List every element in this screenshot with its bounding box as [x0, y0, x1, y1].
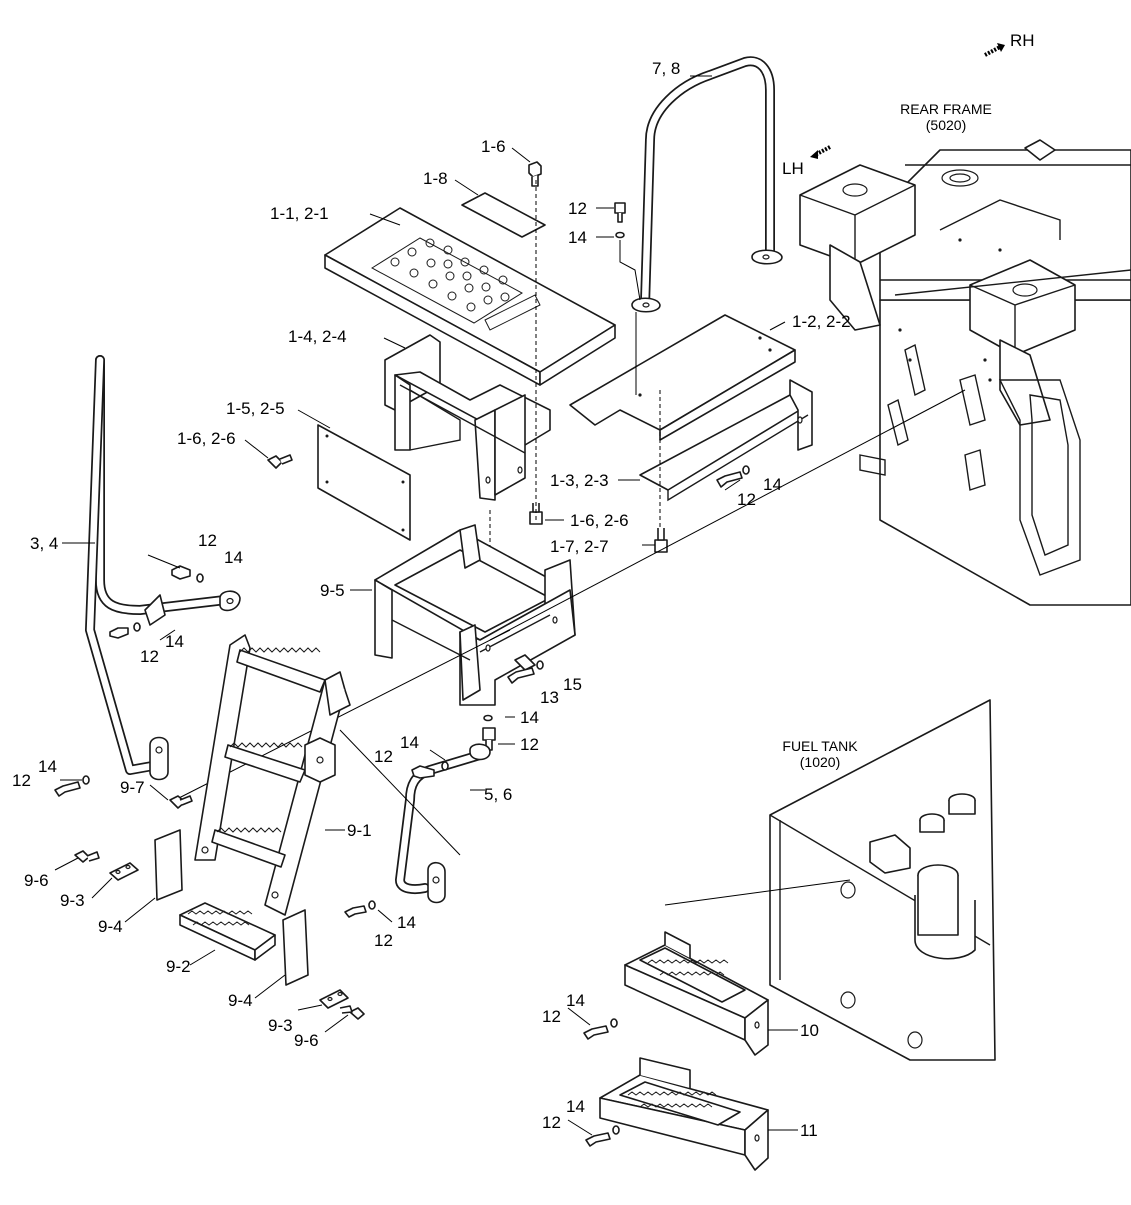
lh-arrow-icon: [810, 145, 831, 159]
handrail-7-8: [631, 56, 783, 313]
bolt-12-handrail-low: [54, 775, 90, 797]
rear-frame-label: REAR FRAME: [900, 101, 992, 117]
callout-1-5-2-5: 1-5, 2-5: [226, 399, 285, 418]
step-plate-1-2: [569, 314, 796, 441]
callout-12-step-11: 12: [542, 1113, 561, 1132]
callout-14-right: 14: [763, 475, 782, 494]
fuel-tank-code: (1020): [800, 754, 840, 770]
cover-plate-1-5: [317, 424, 411, 541]
callout-13: 13: [540, 688, 559, 707]
callout-1-3-2-3: 1-3, 2-3: [550, 471, 609, 490]
bolt-12-top: [614, 202, 626, 239]
callout-1-6-2-6-left: 1-6, 2-6: [177, 429, 236, 448]
callout-9-4-left: 9-4: [98, 917, 123, 936]
callout-12-top: 12: [568, 199, 587, 218]
fuel-tank-label: FUEL TANK: [782, 738, 858, 754]
bracket-1-3: [639, 379, 813, 502]
callout-11: 11: [800, 1121, 818, 1140]
callout-14-top: 14: [568, 228, 587, 247]
bolt-13: [507, 660, 544, 684]
callout-14-step-10: 14: [566, 991, 585, 1010]
lh-label: LH: [782, 159, 804, 178]
callout-14-handrail-low: 14: [38, 757, 57, 776]
callout-9-3-right: 9-3: [268, 1016, 293, 1035]
bolt-12-handrail-top: [171, 565, 204, 583]
bolt-12-handrail-5: [411, 761, 449, 779]
bolt-12-handrail-mid: [109, 622, 141, 639]
callout-labels: 7, 8 1-6 1-8 1-1, 2-1 12 14 1-2, 2-2 1-4…: [12, 59, 851, 1140]
callout-1-6: 1-6: [481, 137, 506, 156]
bolt-1-6: [528, 161, 542, 187]
bolt-9-7: [169, 795, 193, 809]
rh-arrow-icon: [984, 43, 1005, 57]
callout-15: 15: [563, 675, 582, 694]
bracket-9-4-left: [154, 829, 183, 901]
bracket-9-4-right: [282, 909, 309, 986]
callout-3-4: 3, 4: [30, 534, 58, 553]
callout-1-8: 1-8: [423, 169, 448, 188]
callout-12-step-10: 12: [542, 1007, 561, 1026]
bolt-1-6-side: [267, 454, 293, 469]
bolt-12-step-10: [583, 1018, 618, 1040]
rear-frame-code: (5020): [926, 117, 966, 133]
callout-12-handrail-5: 12: [374, 747, 393, 766]
callout-9-6-left: 9-6: [24, 871, 49, 890]
plate-9-3-left: [109, 862, 139, 881]
leader-lines: [54, 75, 798, 1136]
callout-9-1: 9-1: [347, 821, 372, 840]
callout-12-handrail-low: 12: [12, 771, 31, 790]
callout-9-2: 9-2: [166, 957, 191, 976]
callout-1-7-2-7: 1-7, 2-7: [550, 537, 609, 556]
bolt-12-handrail-6: [344, 900, 376, 918]
step-10: [624, 931, 769, 1056]
handrail-3-4: [85, 355, 241, 781]
ladder-9-1: [194, 634, 351, 916]
rear-frame-assembly: [799, 139, 1131, 606]
rh-label: RH: [1010, 31, 1035, 50]
callout-12-handrail-mid: 12: [140, 647, 159, 666]
callout-1-1-2-1: 1-1, 2-1: [270, 204, 329, 223]
bolt-1-7: [654, 528, 668, 553]
callout-14-frame: 14: [520, 708, 539, 727]
callout-9-6-right: 9-6: [294, 1031, 319, 1050]
callout-5-6: 5, 6: [484, 785, 512, 804]
callout-14-step-11: 14: [566, 1097, 585, 1116]
bolt-9-6-left: [74, 850, 100, 863]
bolt-12-right: [716, 465, 750, 488]
callout-14-handrail-5: 14: [400, 733, 419, 752]
callout-7-8: 7, 8: [652, 59, 680, 78]
bolt-9-6-right: [339, 1005, 365, 1020]
bolt-12-step-11: [585, 1125, 620, 1147]
callout-1-4-2-4: 1-4, 2-4: [288, 327, 347, 346]
step-11: [599, 1057, 769, 1171]
step-9-2: [179, 902, 276, 961]
bracket-1-4: [384, 334, 551, 501]
callout-9-7: 9-7: [120, 778, 145, 797]
callout-14-handrail-top: 14: [224, 548, 243, 567]
callout-9-3-left: 9-3: [60, 891, 85, 910]
callout-10: 10: [800, 1021, 819, 1040]
callout-12-right: 12: [737, 490, 756, 509]
callout-12-handrail-top: 12: [198, 531, 217, 550]
callout-14-handrail-mid: 14: [165, 632, 184, 651]
bolt-1-6-bottom: [529, 503, 543, 525]
callout-12-frame: 12: [520, 735, 539, 754]
callout-12-handrail-6: 12: [374, 931, 393, 950]
frame-9-5: [374, 524, 576, 706]
cover-plate-1-8: [461, 192, 546, 238]
callout-9-4-right: 9-4: [228, 991, 253, 1010]
callout-1-2-2-2: 1-2, 2-2: [792, 312, 851, 331]
fuel-tank-assembly: [769, 699, 996, 1061]
callout-9-5: 9-5: [320, 581, 345, 600]
callout-1-6-2-6-bottom: 1-6, 2-6: [570, 511, 629, 530]
step-plate-1-1: [324, 207, 616, 386]
plate-9-3-right: [319, 989, 349, 1009]
callout-14-handrail-6: 14: [397, 913, 416, 932]
